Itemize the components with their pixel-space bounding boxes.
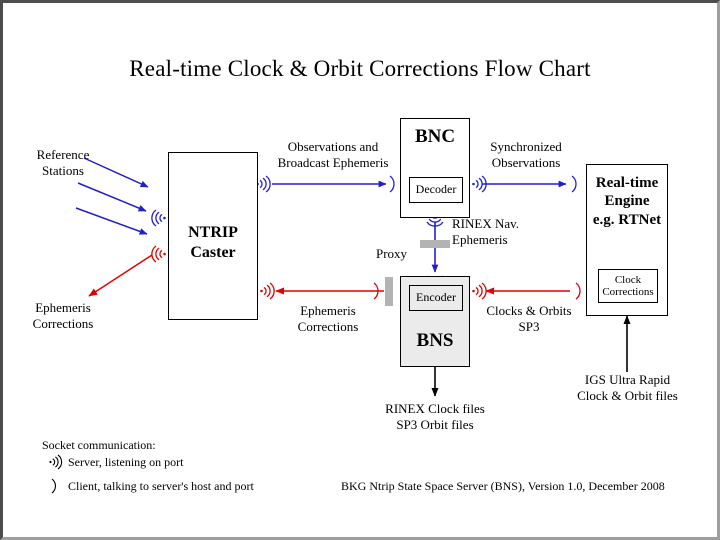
rinex-nav-ephemeris-label: RINEX Nav. Ephemeris bbox=[452, 216, 520, 248]
synchronized-observations-label: Synchronized Observations bbox=[490, 139, 562, 171]
client-socket-icon bbox=[575, 282, 581, 300]
igs-ultra-rapid-label: IGS Ultra Rapid Clock & Orbit files bbox=[577, 372, 678, 404]
bnc-decoder-label: Decoder bbox=[415, 182, 457, 197]
server-socket-icon bbox=[472, 282, 487, 300]
clock-corrections-box[interactable]: Clock Corrections bbox=[598, 269, 658, 303]
ephemeris-corrections-mid-label: Ephemeris Corrections bbox=[297, 303, 359, 335]
observations-broadcast-label: Observations and Broadcast Ephemeris bbox=[277, 139, 389, 171]
bns-label: BNS bbox=[416, 330, 454, 351]
legend-client-socket-icon bbox=[51, 478, 56, 494]
server-socket-icon bbox=[260, 282, 275, 300]
rt-engine-box[interactable]: Real-time Engine e.g. RTNet Clock Correc… bbox=[586, 164, 668, 316]
legend-server-text: Server, listening on port bbox=[68, 455, 184, 469]
bns-encoder-box[interactable]: Encoder bbox=[409, 285, 463, 311]
proxy-bar-horizontal bbox=[385, 277, 393, 306]
legend-heading: Socket communication: bbox=[42, 438, 156, 452]
legend-client-text: Client, talking to server's host and por… bbox=[68, 479, 254, 493]
rt-engine-label: Real-time Engine e.g. RTNet bbox=[592, 175, 662, 228]
reference-station-arrows bbox=[75, 157, 149, 235]
ntrip-caster-box[interactable]: NTRIP Caster bbox=[168, 152, 258, 320]
page-title: Real-time Clock & Orbit Corrections Flow… bbox=[129, 56, 591, 81]
bnc-box[interactable]: BNC Decoder bbox=[400, 118, 470, 218]
server-socket-icon bbox=[256, 175, 271, 193]
proxy-upper-label: Proxy bbox=[376, 246, 408, 261]
bns-box[interactable]: Encoder BNS bbox=[400, 276, 470, 367]
server-socket-icon bbox=[151, 245, 166, 263]
reference-stations-label: Reference Stations bbox=[36, 147, 90, 179]
ntrip-caster-label: NTRIP Caster bbox=[188, 224, 238, 261]
bns-encoder-label: Encoder bbox=[416, 290, 456, 305]
clock-corrections-label: Clock Corrections bbox=[602, 273, 654, 298]
client-socket-icon bbox=[571, 175, 577, 193]
server-socket-icon bbox=[472, 175, 487, 193]
ephemeris-corrections-left-arrow bbox=[88, 254, 153, 297]
server-socket-icon bbox=[151, 209, 166, 227]
footer-text: BKG Ntrip State Space Server (BNS), Vers… bbox=[341, 479, 665, 493]
proxy-bar-vertical bbox=[420, 240, 450, 248]
rinex-clock-files-label: RINEX Clock files SP3 Orbit files bbox=[385, 401, 485, 433]
ephemeris-corrections-left-label: Ephemeris Corrections bbox=[32, 300, 94, 332]
clocks-orbits-sp3-label: Clocks & Orbits SP3 bbox=[486, 303, 572, 335]
legend-server-socket-icon bbox=[49, 454, 63, 470]
bnc-label: BNC bbox=[414, 126, 456, 147]
bnc-decoder-box[interactable]: Decoder bbox=[409, 177, 463, 203]
client-socket-icon bbox=[373, 282, 379, 300]
client-socket-icon bbox=[389, 175, 395, 193]
